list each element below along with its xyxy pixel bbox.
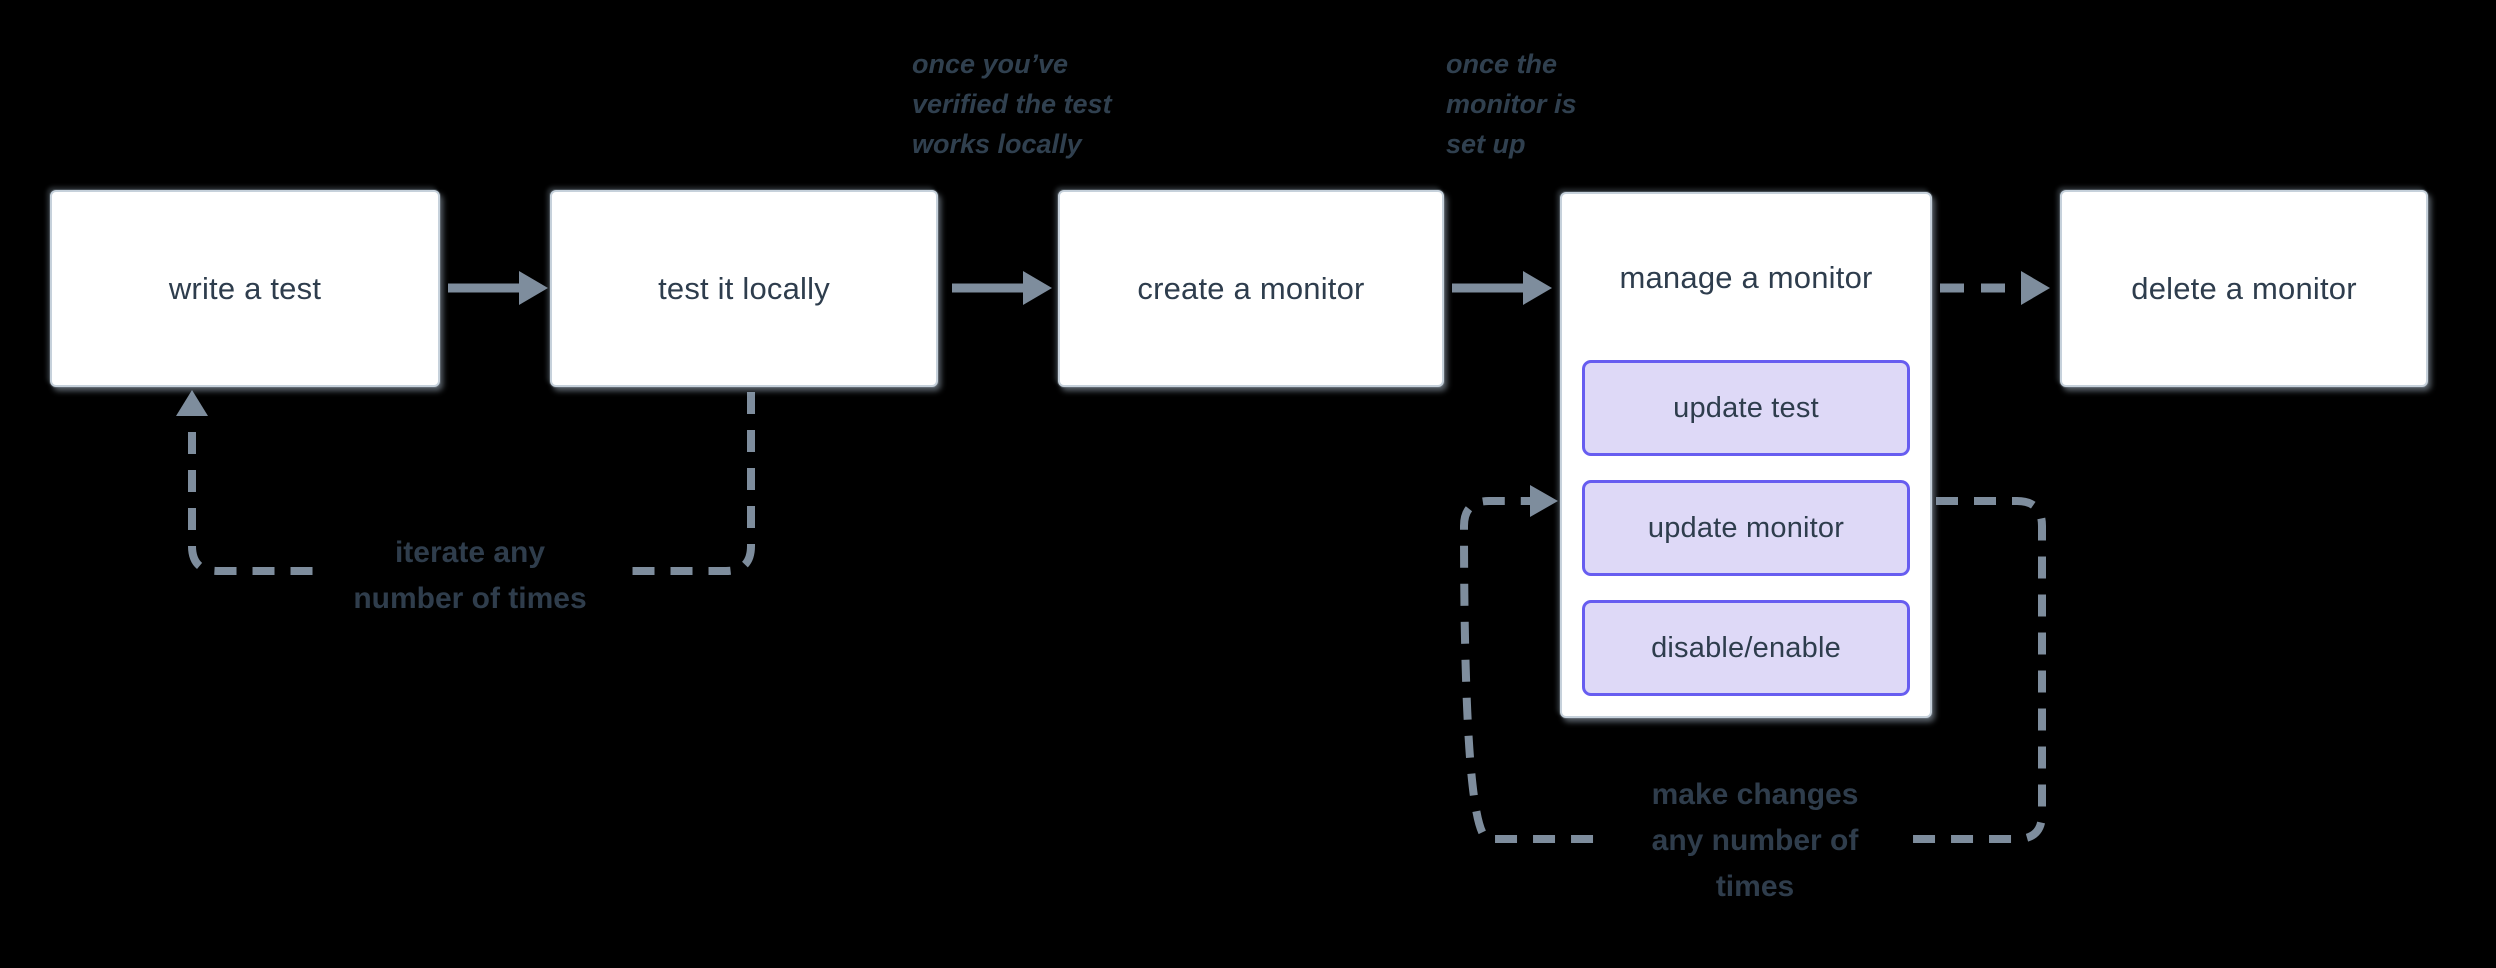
loop-label-make-changes: make changes any number of times [1603, 772, 1907, 910]
node-label: manage a monitor [1619, 260, 1873, 295]
arrow-create-to-manage [1452, 271, 1552, 305]
node-label: create a monitor [1137, 270, 1365, 306]
arrow-write-to-test [448, 271, 548, 305]
node-create-a-monitor: create a monitor [1058, 190, 1444, 387]
arrowhead-icon [1023, 271, 1052, 305]
node-delete-a-monitor: delete a monitor [2060, 190, 2428, 387]
action-update-monitor: update monitor [1582, 480, 1910, 576]
node-label: test it locally [658, 270, 830, 306]
action-label: update test [1673, 391, 1819, 424]
action-label: disable/enable [1651, 631, 1841, 664]
arrow-test-to-create [952, 271, 1052, 305]
action-update-test: update test [1582, 360, 1910, 456]
node-test-it-locally: test it locally [550, 190, 938, 387]
arrowhead-icon [176, 390, 208, 416]
node-label: delete a monitor [2131, 270, 2357, 306]
loop-iterate-path [176, 390, 755, 575]
arrowhead-icon [2021, 271, 2050, 305]
arrowhead-icon [1530, 485, 1558, 517]
arrow-manage-to-delete-dashed [1940, 271, 2050, 305]
annotation-once-verified: once you’ve verified the test works loca… [912, 49, 1112, 159]
node-write-a-test: write a test [50, 190, 440, 387]
arrowhead-icon [519, 271, 548, 305]
node-label: write a test [168, 270, 322, 306]
loop-label-iterate: iterate any number of times [318, 530, 622, 622]
arrowhead-icon [1523, 271, 1552, 305]
loop-make-changes-path [1459, 485, 2046, 843]
node-manage-a-monitor: manage a monitor update test update moni… [1560, 192, 1932, 718]
action-disable-enable: disable/enable [1582, 600, 1910, 696]
action-label: update monitor [1647, 511, 1845, 544]
annotation-once-set-up: once the monitor is set up [1446, 49, 1577, 159]
